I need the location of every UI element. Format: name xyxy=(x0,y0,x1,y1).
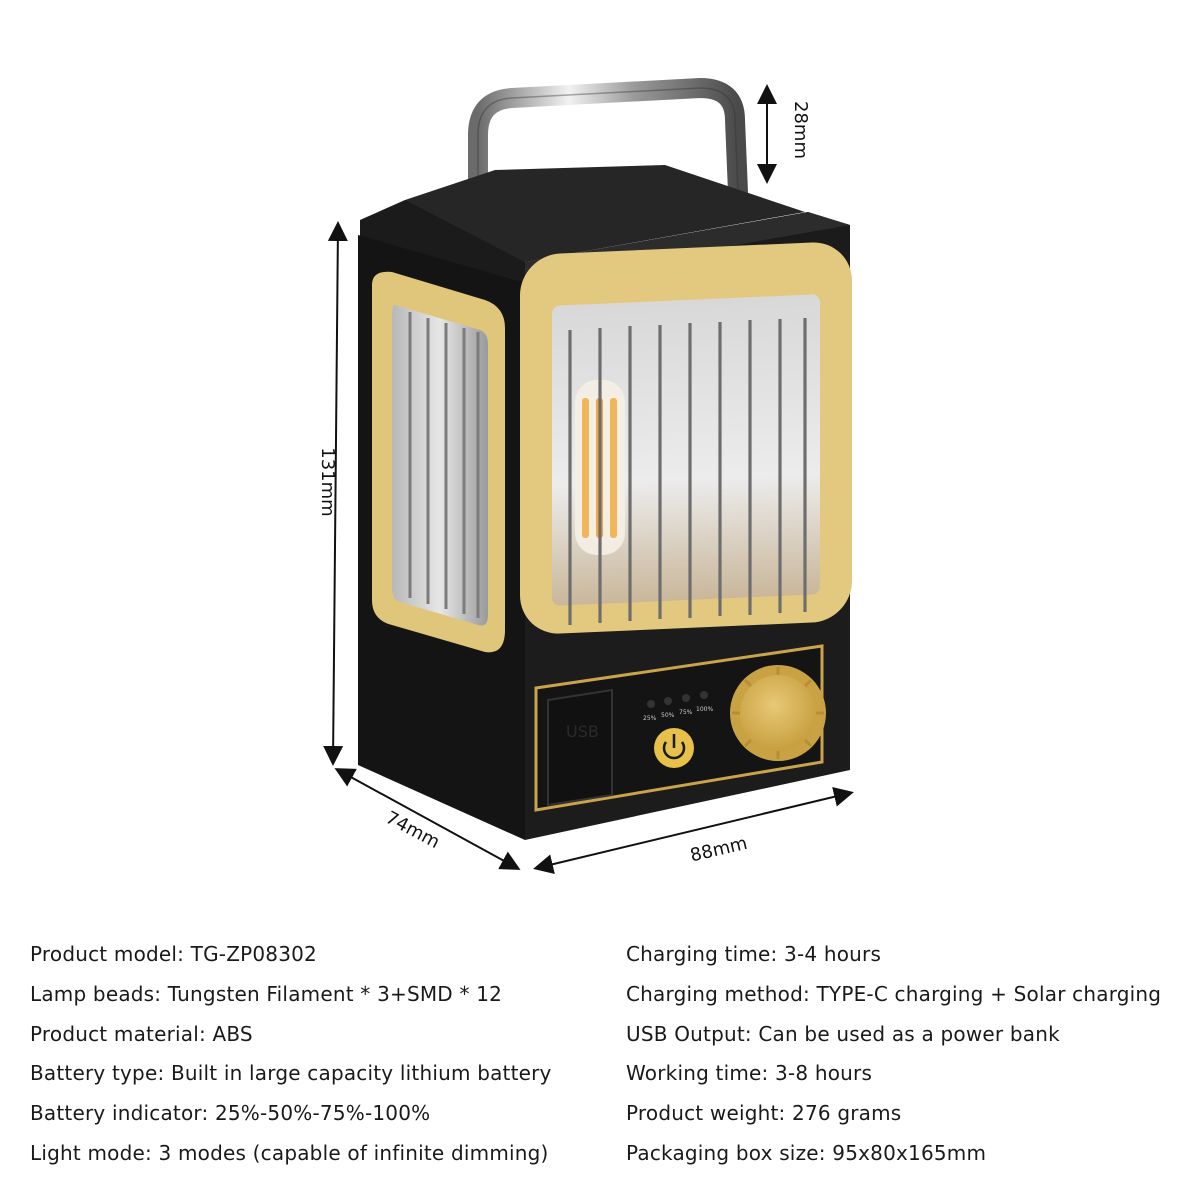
spec-product-weight: Product weight: 276 grams xyxy=(626,1101,902,1126)
spec-battery-indicator: Battery indicator: 25%-50%-75%-100% xyxy=(30,1101,431,1126)
dim-height-line xyxy=(323,221,348,766)
dimension-lines xyxy=(323,84,854,874)
dim-height-label: 131mm xyxy=(317,447,338,516)
product-figure: USB 25% 50% 75% 100% xyxy=(317,77,854,874)
spec-usb-output: USB Output: Can be used as a power bank xyxy=(626,1021,1060,1046)
usb-label: USB xyxy=(566,722,599,741)
usb-port-cover[interactable]: USB xyxy=(547,688,613,807)
battery-indicator: 25% 50% 75% 100% xyxy=(643,691,713,722)
dimmer-knob[interactable] xyxy=(730,665,826,761)
dim-width-line xyxy=(533,787,854,874)
lamp-front: USB 25% 50% 75% 100% xyxy=(520,242,852,840)
handle xyxy=(468,77,748,225)
spec-charging-time: Charging time: 3-4 hours xyxy=(626,942,882,966)
spec-packaging-size: Packaging box size: 95x80x165mm xyxy=(626,1140,987,1165)
dim-width-label: 88mm xyxy=(688,833,749,867)
spec-column-left: Product model: TG-ZP08302 Lamp beads: Tu… xyxy=(30,935,620,1174)
spec-product-model: Product model: TG-ZP08302 xyxy=(30,942,317,966)
dim-handle-label: 28mm xyxy=(790,101,811,159)
indicator-25: 25% xyxy=(643,715,657,722)
dim-depth-line xyxy=(334,768,521,870)
spec-working-time: Working time: 3-8 hours xyxy=(626,1061,873,1086)
lamp-side xyxy=(358,235,525,840)
spec-product-material: Product material: ABS xyxy=(30,1021,253,1046)
indicator-100: 100% xyxy=(696,706,713,713)
dim-depth-label: 74mm xyxy=(382,807,443,853)
indicator-75: 75% xyxy=(679,709,693,716)
spec-charging-method: Charging method: TYPE-C charging + Solar… xyxy=(626,981,1162,1006)
spec-lamp-beads: Lamp beads: Tungsten Filament * 3+SMD * … xyxy=(30,981,503,1006)
spec-light-mode: Light mode: 3 modes (capable of infinite… xyxy=(30,1140,549,1165)
indicator-50: 50% xyxy=(661,712,675,719)
spec-column-right: Charging time: 3-4 hours Charging method… xyxy=(626,935,1200,1174)
power-button[interactable] xyxy=(654,728,694,768)
spec-battery-type: Battery type: Built in large capacity li… xyxy=(30,1061,552,1086)
